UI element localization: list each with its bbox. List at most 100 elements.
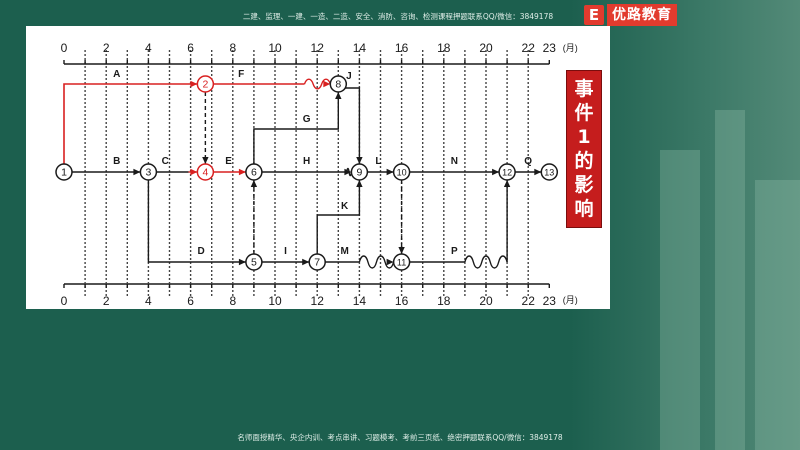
timeline-tick-label-top: 20 xyxy=(479,41,493,55)
logo: E 优路教育 xyxy=(584,3,677,27)
timeline-tick-label-bottom: 23 xyxy=(543,294,557,308)
activity-label-i: I xyxy=(284,246,287,257)
activity-label-p: P xyxy=(451,246,458,257)
network-node-9 xyxy=(350,163,369,181)
network-node-label: 9 xyxy=(356,167,362,179)
activity-label-j: J xyxy=(346,71,352,82)
event-impact-label: 事 件 1 的 影 响 xyxy=(566,70,602,228)
timeline-tick-label-top: 22 xyxy=(522,41,536,55)
logo-text: 优路教育 xyxy=(607,4,677,26)
activity-label-b: B xyxy=(113,156,120,167)
network-node-11 xyxy=(392,253,411,271)
timeline-tick-label-bottom: 8 xyxy=(229,294,236,308)
network-node-4 xyxy=(196,163,215,181)
network-node-7 xyxy=(308,253,326,271)
network-node-1 xyxy=(55,163,73,181)
timeline-unit-top: (月) xyxy=(563,43,578,53)
activity-label-f: F xyxy=(238,69,244,80)
background-building xyxy=(660,150,700,450)
background-building xyxy=(715,110,745,450)
timeline-tick-label-top: 18 xyxy=(437,41,451,55)
timeline-tick-label-bottom: 18 xyxy=(437,294,451,308)
timeline-tick-label-top: 16 xyxy=(395,41,409,55)
activity-label-q: Q xyxy=(524,156,532,167)
arrowhead xyxy=(344,168,352,176)
timeline-tick-label-top: 12 xyxy=(311,41,325,55)
arrowhead xyxy=(503,180,511,187)
timeline-tick-label-bottom: 16 xyxy=(395,294,409,308)
network-node-label: 7 xyxy=(314,257,320,269)
network-node-6 xyxy=(245,163,263,181)
network-node-12 xyxy=(498,163,516,181)
network-node-13 xyxy=(540,163,559,181)
activity-d-arrow xyxy=(147,180,246,263)
timeline-tick-label-top: 8 xyxy=(229,41,236,55)
activity-label-a: A xyxy=(113,69,120,80)
event-char: 事 xyxy=(574,78,594,100)
timeline-tick-label-top: 14 xyxy=(353,41,367,55)
arrowhead xyxy=(238,168,246,176)
arrowhead xyxy=(190,168,198,176)
arrowhead xyxy=(335,92,342,99)
timeline-tick-label-bottom: 12 xyxy=(311,294,325,308)
bottom-banner: 名师面授精华、央企内训、考点串讲、习题模考、考前三页纸、绝密押题联系QQ/微信：… xyxy=(237,433,563,442)
arrowhead xyxy=(356,180,363,187)
timeline-tick-label-bottom: 14 xyxy=(353,294,367,308)
arrowhead xyxy=(133,168,141,176)
network-diagram: 0022446688101012121414161618182020222223… xyxy=(55,41,578,308)
activity-a-arrow xyxy=(63,83,198,164)
activity-label-e: E xyxy=(225,156,232,167)
network-node-label: 6 xyxy=(251,167,257,179)
timeline-tick-label-bottom: 20 xyxy=(479,294,493,308)
network-node-label: 2 xyxy=(202,79,208,91)
activity-label-h: H xyxy=(303,156,310,167)
timeline-tick-label-bottom: 10 xyxy=(268,294,282,308)
activity-m-float xyxy=(358,255,395,269)
arrowhead xyxy=(534,168,542,176)
timeline-tick-label-top: 10 xyxy=(268,41,282,55)
activity-g-arrow xyxy=(253,92,339,164)
activity-label-d: D xyxy=(198,246,205,257)
timeline-tick-label-bottom: 0 xyxy=(61,294,68,308)
arrowhead xyxy=(398,247,405,254)
event-char: 1 xyxy=(577,126,591,148)
network-node-label: 4 xyxy=(202,167,208,179)
network-node-label: 10 xyxy=(397,168,407,178)
timeline-tick-label-top: 6 xyxy=(187,41,194,55)
timeline-tick-label-bottom: 6 xyxy=(187,294,194,308)
network-node-10 xyxy=(392,163,411,181)
timeline-tick-label-bottom: 4 xyxy=(145,294,152,308)
arrowhead xyxy=(202,157,209,164)
network-node-label: 3 xyxy=(145,167,151,179)
activity-k-arrow xyxy=(316,180,361,254)
network-node-label: 12 xyxy=(502,168,512,178)
event-char: 影 xyxy=(574,174,594,196)
activity-label-m: M xyxy=(340,246,348,257)
activity-label-n: N xyxy=(451,156,458,167)
timeline-tick-label-bottom: 2 xyxy=(103,294,110,308)
activity-label-c: C xyxy=(162,156,169,167)
activity-j-arrow xyxy=(344,87,361,164)
network-node-label: 13 xyxy=(544,168,554,178)
network-node-8 xyxy=(329,75,348,93)
top-banner: 二建、监理、一建、一造、二造、安全、消防、咨询、检测课程押题联系QQ/微信：38… xyxy=(242,12,554,21)
timeline-tick-label-top: 23 xyxy=(543,41,557,55)
logo-mark: E xyxy=(584,5,604,25)
activity-label-l: L xyxy=(375,156,381,167)
event-char: 响 xyxy=(574,198,594,220)
arrowhead xyxy=(492,168,500,176)
network-node-label: 11 xyxy=(397,258,406,268)
background-building xyxy=(755,180,800,450)
network-node-5 xyxy=(245,253,263,271)
arrowhead xyxy=(238,258,246,266)
timeline-tick-label-top: 0 xyxy=(61,41,68,55)
arrowhead xyxy=(190,80,198,88)
arrowhead xyxy=(386,258,394,266)
timeline-tick-label-top: 2 xyxy=(103,41,110,55)
arrowhead xyxy=(356,157,363,164)
network-node-label: 1 xyxy=(61,167,67,179)
activity-p-float xyxy=(464,255,508,269)
activity-label-g: G xyxy=(303,114,311,125)
event-char: 件 xyxy=(574,102,594,124)
arrowhead xyxy=(250,180,258,187)
